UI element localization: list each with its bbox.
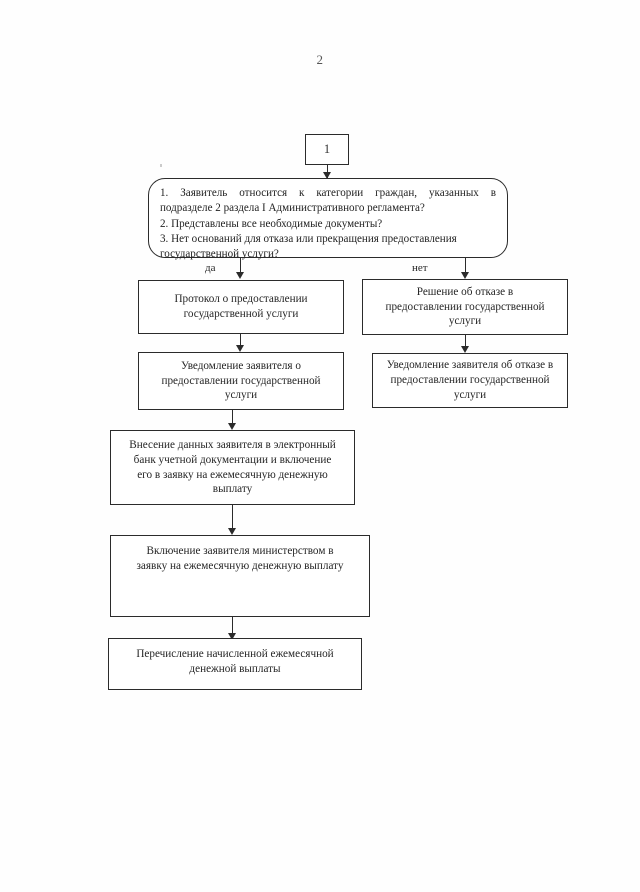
- decision-line-3: 2. Представлены все необходимые документ…: [160, 217, 383, 230]
- arrow-head-refusal-to-notify-refusal: [461, 346, 469, 353]
- flow-node-notify-grant: Уведомление заявителя о предоставлении г…: [138, 352, 344, 410]
- flow-node-ministry-include: Включение заявителя министерством в заяв…: [110, 535, 370, 617]
- arrow-head-decision-to-protocol: [236, 272, 244, 279]
- connector-decision-to-refusal: [465, 258, 466, 273]
- connector-ministry-to-transfer: [232, 617, 233, 639]
- branch-label-no: нет: [412, 262, 428, 274]
- flow-node-start-label: 1: [323, 142, 331, 157]
- flow-node-start: 1: [305, 134, 349, 165]
- flow-node-transfer-payment: Перечисление начисленной ежемесячной ден…: [108, 638, 362, 690]
- arrow-head-ministry-to-transfer: [228, 633, 236, 640]
- flow-node-refusal-decision-label: Решение об отказе в предоставлении госуд…: [385, 285, 545, 328]
- flow-node-transfer-payment-label: Перечисление начисленной ежемесячной ден…: [136, 648, 334, 675]
- connector-protocol-to-notify-grant: [240, 334, 241, 346]
- scan-speck: [160, 164, 162, 167]
- flow-node-decision: 1. Заявитель относится к категории гражд…: [148, 178, 508, 260]
- flow-node-refusal-decision: Решение об отказе в предоставлении госуд…: [362, 279, 568, 335]
- connector-refusal-to-notify-refusal: [465, 335, 466, 347]
- flow-node-notify-grant-label: Уведомление заявителя о предоставлении г…: [161, 359, 321, 402]
- flow-node-notify-refusal: Уведомление заявителя об отказе в предос…: [372, 353, 568, 408]
- arrow-head-decision-to-refusal: [461, 272, 469, 279]
- arrow-head-notify-grant-to-enter-data: [228, 423, 236, 430]
- flow-node-notify-refusal-label: Уведомление заявителя об отказе в предос…: [386, 359, 554, 401]
- decision-line-5: государственной услуги?: [160, 248, 279, 261]
- arrow-head-protocol-to-notify-grant: [236, 345, 244, 352]
- decision-line-1: 1. Заявитель относится к категории гражд…: [160, 187, 496, 199]
- connector-decision-to-protocol: [240, 258, 241, 273]
- connector-notify-grant-to-enter-data: [232, 410, 233, 424]
- decision-line-4: 3. Нет оснований для отказа или прекраще…: [160, 232, 457, 245]
- flow-node-protocol-label: Протокол о предоставлении государственно…: [174, 293, 308, 320]
- flow-node-enter-data: Внесение данных заявителя в электронный …: [110, 430, 355, 505]
- decision-line-2: подразделе 2 раздела I Административного…: [160, 202, 425, 215]
- flow-node-protocol: Протокол о предоставлении государственно…: [138, 280, 344, 334]
- flow-node-enter-data-label: Внесение данных заявителя в электронный …: [129, 438, 336, 496]
- connector-enter-data-to-ministry: [232, 505, 233, 529]
- flow-node-ministry-include-label: Включение заявителя министерством в заяв…: [136, 545, 344, 572]
- branch-label-yes: да: [205, 262, 216, 274]
- arrow-head-start-to-decision: [323, 172, 331, 179]
- page-number: 2: [316, 52, 324, 67]
- arrow-head-enter-data-to-ministry: [228, 528, 236, 535]
